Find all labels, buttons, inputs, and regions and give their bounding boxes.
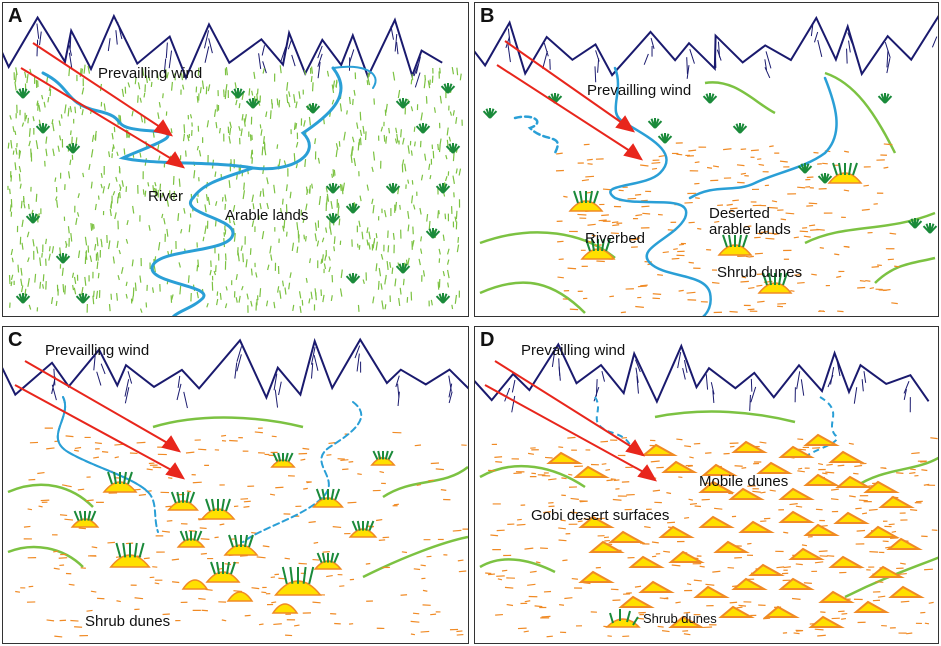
mountain-range	[475, 15, 938, 83]
prevailing-wind-label: Prevailling wind	[587, 82, 692, 99]
wind-arrows	[14, 360, 186, 480]
panel-b-illustration	[475, 15, 938, 316]
prevailing-wind-label: Prevailling wind	[98, 65, 203, 82]
arable-lands-label: Arable lands	[225, 207, 309, 224]
shrub-clumps	[15, 83, 461, 304]
river	[41, 65, 377, 316]
shrub-dunes	[70, 450, 396, 614]
panel-c: C Prevailling wind Shrub dunes	[2, 326, 469, 644]
shrub-dunes-label: Shrub dunes	[643, 611, 717, 626]
sand-marks	[555, 142, 900, 314]
panel-c-letter: C	[8, 329, 23, 351]
panel-a-letter: A	[8, 5, 23, 27]
panel-d-illustration	[475, 342, 938, 638]
panel-a-illustration	[3, 13, 463, 316]
riverbed-label: Riverbed	[585, 230, 646, 247]
panel-c-illustration	[3, 337, 468, 638]
prevailing-wind-label: Prevailling wind	[521, 342, 626, 359]
former-riverbed	[594, 396, 838, 458]
vegetated-hills	[479, 71, 936, 314]
mobile-dunes-label: Mobile dunes	[699, 473, 789, 490]
deserted-arable-lands-label: Deserted arable lands	[709, 205, 791, 238]
panel-b: B Prevailling wind Deserted arable lands…	[474, 2, 939, 317]
shrub-dunes	[482, 93, 938, 294]
panel-a: A Prevailling wind River Arable lands	[2, 2, 469, 317]
mountain-range	[3, 13, 443, 88]
small-shrub-dune	[605, 609, 641, 628]
river-label: River	[148, 188, 184, 205]
vegetated-hills	[479, 410, 938, 599]
panel-d-letter: D	[480, 329, 495, 351]
gobi-sand-marks	[485, 436, 938, 638]
sand-marks	[15, 427, 468, 638]
shrub-dunes-label: Shrub dunes	[85, 613, 171, 630]
shrub-dunes-label: Shrub dunes	[717, 264, 803, 281]
riverbed	[513, 66, 838, 316]
prevailing-wind-label: Prevailling wind	[45, 342, 150, 359]
panel-b-letter: B	[480, 5, 495, 27]
wind-arrows	[496, 40, 644, 161]
mountain-range	[3, 337, 468, 409]
wind-arrows	[20, 42, 186, 169]
mountain-range	[475, 342, 930, 413]
panel-d: D Prevailling wind Mobile dunes Gobi des…	[474, 326, 939, 644]
wind-arrows	[484, 360, 658, 482]
gobi-desert-surfaces-label: Gobi desert surfaces	[531, 507, 670, 524]
vegetated-hills	[7, 416, 468, 579]
mobile-dunes	[546, 433, 925, 628]
